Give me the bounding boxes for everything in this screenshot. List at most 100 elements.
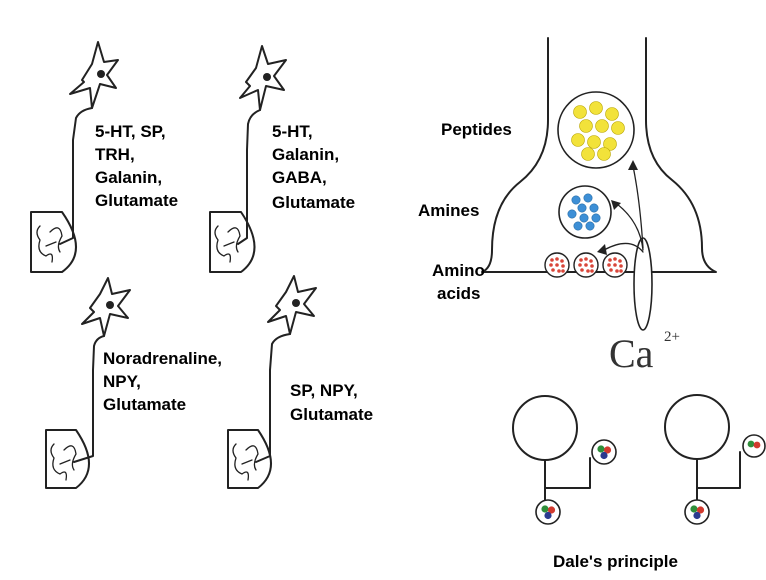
- peptide-granule: [611, 121, 625, 135]
- amino-acid-granule: [607, 263, 611, 267]
- neuron-2-cell-body: [239, 45, 287, 206]
- amine-granule: [585, 221, 595, 231]
- neuron-3-cell-body: [81, 277, 131, 421]
- neuron-4-line-1: SP, NPY,: [290, 381, 358, 400]
- peptide-granule: [603, 137, 617, 151]
- transmitter-granule: [747, 440, 755, 448]
- neuron-3-label: Noradrenaline, NPY, Glutamate: [103, 349, 222, 414]
- transmitter-granule: [544, 511, 552, 520]
- amine-granule: [577, 203, 587, 213]
- neuron-2: 5-HT, Galanin, GABA, Glutamate: [209, 45, 355, 273]
- terminal-outline: [481, 37, 717, 273]
- dale-neuron-2: [664, 394, 766, 525]
- neuron-2-line-1: 5-HT,: [272, 122, 313, 141]
- transmitter-granule: [693, 511, 701, 520]
- peptide-granule: [597, 147, 611, 161]
- dales-principle-caption: Dale's principle: [553, 552, 678, 571]
- amino-acid-granule: [557, 269, 561, 273]
- amino-acid-granule: [579, 258, 583, 262]
- peptide-granule: [605, 107, 619, 121]
- peptide-granule: [581, 147, 595, 161]
- neuron-1-label: 5-HT, SP, TRH, Galanin, Glutamate: [95, 122, 178, 210]
- amino-acid-granule: [589, 259, 593, 263]
- amino-acid-granule: [555, 257, 559, 261]
- neuron-3-line-3: Glutamate: [103, 395, 186, 414]
- peptide-dots: [571, 101, 625, 161]
- influx-arrows: [597, 160, 644, 255]
- dales-principle: Dale's principle: [512, 394, 766, 571]
- calcium-charge: 2+: [664, 329, 680, 345]
- dale-dots: [541, 440, 761, 520]
- amino-acid-granule: [619, 269, 623, 273]
- amino-acid-granule: [584, 263, 588, 267]
- amino-acid-granule: [551, 268, 555, 272]
- amino-acid-granule: [555, 263, 559, 267]
- amino-acid-granule: [590, 264, 594, 268]
- amino-acid-granule: [615, 269, 619, 273]
- amine-vesicle: [558, 185, 612, 239]
- peptide-granule: [595, 119, 609, 133]
- amino-acid-granule: [608, 258, 612, 262]
- peptide-granule: [571, 133, 585, 147]
- neuron-2-line-3: GABA,: [272, 168, 327, 187]
- neuron-2-label: 5-HT, Galanin, GABA, Glutamate: [272, 122, 355, 212]
- amino-acid-granule: [586, 269, 590, 273]
- amino-acid-granule: [550, 258, 554, 262]
- peptides-label: Peptides: [441, 120, 512, 139]
- amino-acid-granule: [618, 259, 622, 263]
- amino-acids-label-line-2: acids: [437, 284, 480, 303]
- neuron-1-line-2: TRH,: [95, 145, 135, 164]
- amino-acid-granule: [560, 259, 564, 263]
- neuron-1-spinal-cord: [30, 204, 77, 273]
- peptide-granule: [573, 105, 587, 119]
- amino-acid-granule: [613, 257, 617, 261]
- amino-dots: [549, 257, 623, 273]
- amino-acid-granule: [561, 269, 565, 273]
- peptide-granule: [589, 101, 603, 115]
- synaptic-terminal: Peptides Amines Amino acids Ca 2+: [418, 37, 717, 376]
- amine-granule: [573, 221, 583, 231]
- amino-acid-granule: [590, 269, 594, 273]
- amine-granule: [567, 209, 577, 219]
- calcium-label: Ca: [609, 331, 654, 376]
- amino-acid-granule: [580, 268, 584, 272]
- neuron-2-line-2: Galanin,: [272, 145, 339, 164]
- neuron-1: 5-HT, SP, TRH, Galanin, Glutamate: [30, 41, 178, 273]
- neuron-3-line-1: Noradrenaline,: [103, 349, 222, 368]
- neuron-4-cell-body: [267, 275, 317, 421]
- transmitter-granule: [753, 441, 761, 449]
- neuron-3: Noradrenaline, NPY, Glutamate: [45, 277, 222, 489]
- neuron-1-cell-body: [69, 41, 119, 206]
- calcium-channel: [633, 237, 653, 331]
- amino-acid-granule: [561, 264, 565, 268]
- neuron-1-line-3: Galanin,: [95, 168, 162, 187]
- amine-granule: [589, 203, 599, 213]
- neuron-4: SP, NPY, Glutamate: [227, 275, 373, 489]
- amino-acid-granule: [609, 268, 613, 272]
- transmitter-granule: [690, 505, 698, 513]
- amino-acid-granule: [578, 263, 582, 267]
- transmitter-granule: [597, 445, 605, 453]
- dale-neuron-1: [512, 395, 617, 525]
- transmitter-granule: [603, 446, 612, 454]
- amine-granule: [583, 193, 593, 203]
- amino-acid-granule: [584, 257, 588, 261]
- neuron-4-spinal-cord: [227, 419, 272, 489]
- amine-granule: [591, 213, 601, 223]
- peptide-granule: [587, 135, 601, 149]
- neuron-2-spinal-cord: [209, 204, 256, 273]
- transmitter-granule: [600, 451, 608, 460]
- amines-label: Amines: [418, 201, 479, 220]
- amino-acid-granule: [619, 264, 623, 268]
- neuron-3-spinal-cord: [45, 419, 94, 489]
- neuron-1-line-4: Glutamate: [95, 191, 178, 210]
- amino-acids-label-line-1: Amino: [432, 261, 485, 280]
- amine-granule: [579, 213, 589, 223]
- amino-acid-granule: [613, 263, 617, 267]
- transmitter-granule: [541, 505, 549, 513]
- neuron-4-label: SP, NPY, Glutamate: [290, 381, 373, 424]
- amine-granule: [571, 195, 581, 205]
- neuron-2-line-4: Glutamate: [272, 193, 355, 212]
- neuron-4-line-2: Glutamate: [290, 405, 373, 424]
